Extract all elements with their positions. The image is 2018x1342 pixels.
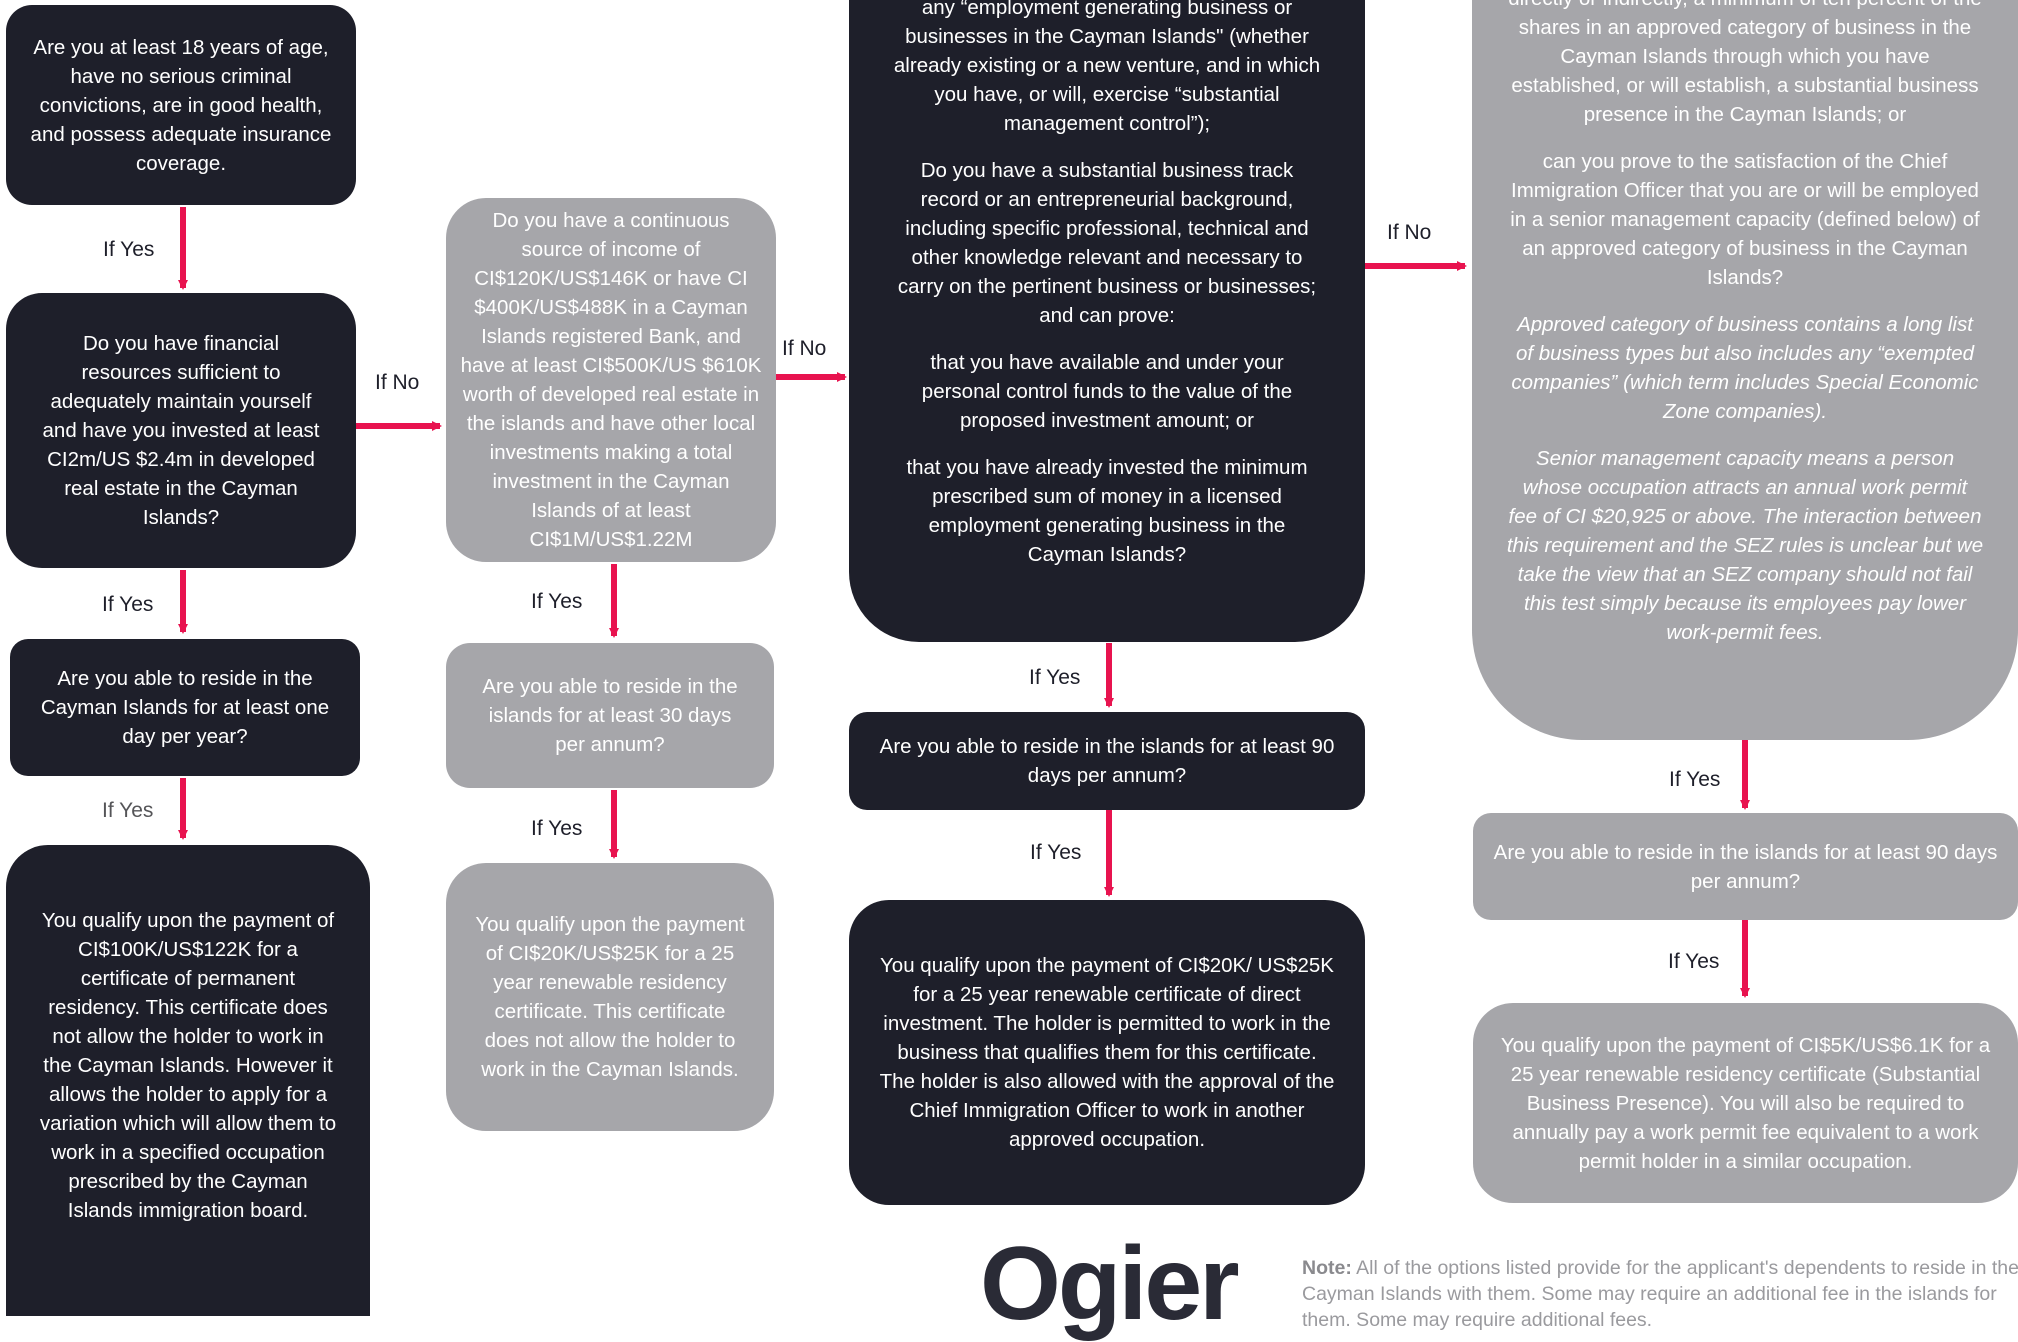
c3-business-question-p4: that you have already invested the minim…: [906, 456, 1308, 566]
footer-note-line1-text: All of the options listed provide for th…: [1356, 1257, 2018, 1279]
c1-label-if-yes-3: If Yes: [102, 799, 154, 822]
c2-reside-question-text: Are you able to reside in the islands fo…: [482, 675, 738, 756]
footer-note-line1: Note: All of the options listed provide …: [1302, 1255, 2018, 1281]
footer-note: Note: All of the options listed provide …: [1302, 1255, 2018, 1333]
c4-shares-question-p4: Senior management capacity means a perso…: [1506, 446, 1984, 644]
c2-label-if-yes-2: If Yes: [531, 817, 583, 840]
c4-business-presence-result: You qualify upon the payment of CI$5K/US…: [1473, 1003, 2018, 1203]
c3-label-if-yes-2: If Yes: [1030, 841, 1082, 864]
c4-shares-question-p1: directly or indirectly, a minimum of ten…: [1508, 0, 1982, 126]
c1-financial-question: Do you have financial resources sufficie…: [6, 293, 356, 568]
c2-income-question: Do you have a continuous source of incom…: [446, 198, 776, 562]
c3-direct-investment-result-text: You qualify upon the payment of CI$20K/ …: [879, 954, 1335, 1151]
c1-reside-question-text: Are you able to reside in the Cayman Isl…: [40, 667, 330, 748]
c1-permanent-residency-result: You qualify upon the payment of CI$100K/…: [6, 845, 370, 1316]
c3-business-question-p1: any “employment generating business or b…: [893, 0, 1321, 135]
c2-income-question-text: Do you have a continuous source of incom…: [460, 209, 762, 551]
c3-business-question-p2: Do you have a substantial business track…: [897, 159, 1317, 327]
c4-shares-question-p3: Approved category of business contains a…: [1511, 312, 1979, 423]
c3-c4-label-if-no: If No: [1387, 221, 1432, 244]
footer-note-line2: Cayman Islands with them. Some may requi…: [1302, 1283, 1997, 1305]
c3-label-if-yes-1: If Yes: [1029, 666, 1081, 689]
c1-reside-question: Are you able to reside in the Cayman Isl…: [10, 639, 360, 776]
c1-label-if-yes-2: If Yes: [102, 593, 154, 616]
footer-note-line3: them. Some may require additional fees.: [1302, 1309, 1653, 1331]
c4-reside-question: Are you able to reside in the islands fo…: [1473, 813, 2018, 920]
c1-permanent-residency-result-text: You qualify upon the payment of CI$100K/…: [39, 909, 337, 1222]
c4-label-if-yes-2: If Yes: [1668, 950, 1720, 973]
c1-financial-question-text: Do you have financial resources sufficie…: [42, 332, 320, 529]
c3-reside-question-text: Are you able to reside in the islands fo…: [879, 735, 1335, 787]
c2-label-if-yes-1: If Yes: [531, 590, 583, 613]
c4-reside-question-text: Are you able to reside in the islands fo…: [1493, 840, 1998, 893]
c1-label-if-yes-1: If Yes: [103, 238, 155, 261]
c4-business-presence-result-text: You qualify upon the payment of CI$5K/US…: [1500, 1033, 1991, 1173]
c2-reside-question: Are you able to reside in the islands fo…: [446, 643, 774, 788]
c2-residency-result-text: You qualify upon the payment of CI$20K/U…: [475, 913, 745, 1081]
c3-business-question: any “employment generating business or b…: [849, 0, 1365, 642]
c2-residency-result: You qualify upon the payment of CI$20K/U…: [446, 863, 774, 1131]
c3-business-question-p3: that you have available and under your p…: [921, 351, 1293, 432]
c2-c3-label-if-no: If No: [782, 337, 827, 360]
c4-label-if-yes-1: If Yes: [1669, 768, 1721, 791]
c1-c2-label-if-no: If No: [375, 371, 420, 394]
c4-shares-question: directly or indirectly, a minimum of ten…: [1472, 0, 2018, 740]
c1-age-question-text: Are you at least 18 years of age, have n…: [30, 35, 332, 175]
c4-shares-question-p2: can you prove to the satisfaction of the…: [1510, 149, 1980, 289]
ogier-logo: Ogier: [980, 1226, 1240, 1342]
c1-age-question: Are you at least 18 years of age, have n…: [6, 5, 356, 205]
c3-direct-investment-result: You qualify upon the payment of CI$20K/ …: [849, 900, 1365, 1205]
c3-reside-question: Are you able to reside in the islands fo…: [849, 712, 1365, 810]
footer-note-label: Note:: [1302, 1257, 1352, 1279]
